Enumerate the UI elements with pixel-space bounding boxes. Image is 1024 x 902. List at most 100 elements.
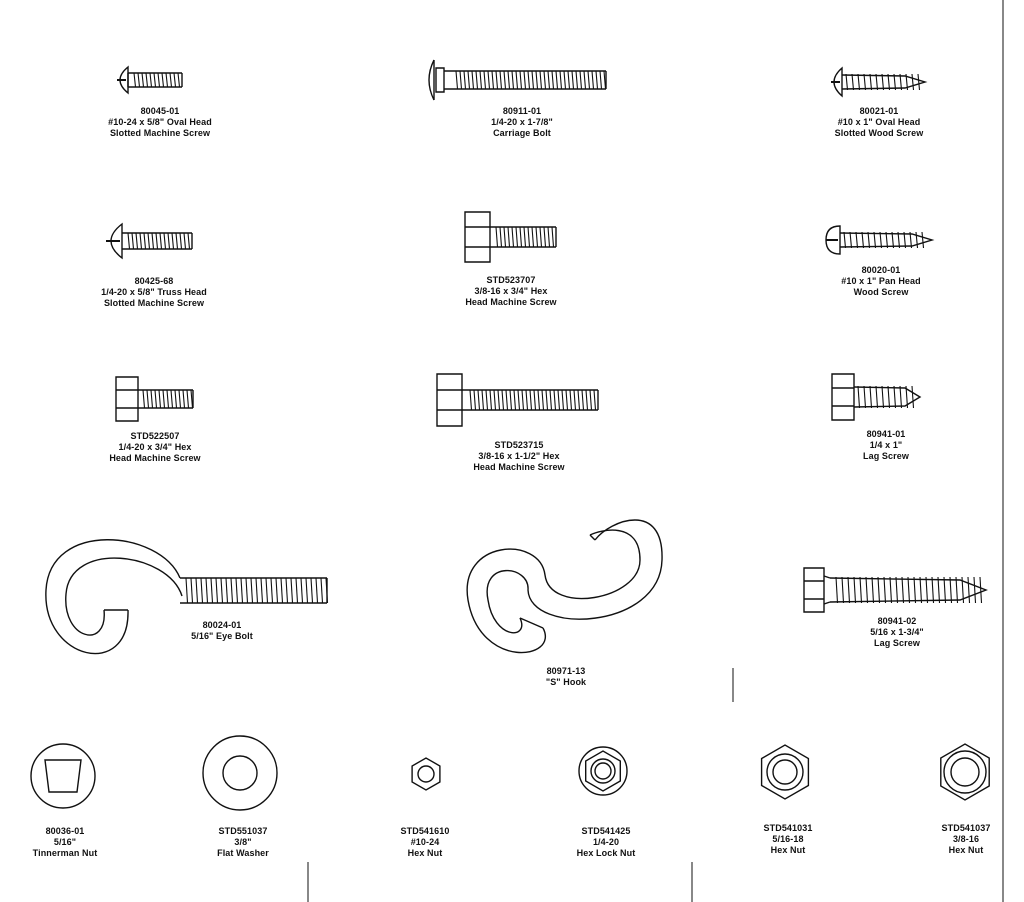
description-line: 5/16"	[53, 837, 77, 847]
description-line: Head Machine Screw	[473, 462, 565, 472]
part-number: STD541425	[581, 826, 631, 836]
eye-bolt-drawing	[46, 540, 328, 654]
part-number: 80941-02	[877, 616, 917, 626]
description-line: #10 x 1" Pan Head	[841, 276, 921, 286]
thread-lines	[456, 71, 606, 89]
hex-lock-nut-drawing	[579, 747, 627, 795]
description-line: #10-24	[410, 837, 440, 847]
part-number: 80911-01	[502, 106, 542, 116]
hex-outline	[941, 744, 989, 800]
description-line: Hex Nut	[770, 845, 806, 855]
part-number: 80021-01	[859, 106, 899, 116]
description-line: Tinnerman Nut	[32, 848, 98, 858]
description-line: Hex Lock Nut	[576, 848, 636, 858]
hex-head-machine-screw-small-drawing	[116, 377, 193, 421]
hex-outline	[586, 751, 621, 791]
label-hex-head-machine-screw-112: STD523715 3/8-16 x 1-1/2" Hex Head Machi…	[419, 440, 619, 473]
description-line: Head Machine Screw	[109, 453, 201, 463]
hex-nut-38-drawing	[941, 744, 989, 800]
thread-lines	[858, 386, 914, 408]
label-lag-screw-134: 80941-02 5/16 x 1-3/4" Lag Screw	[797, 616, 997, 649]
part-number: STD522507	[130, 431, 180, 441]
part-number: STD541610	[400, 826, 450, 836]
label-hex-lock-nut: STD541425 1/4-20 Hex Lock Nut	[506, 826, 706, 859]
thread-lines	[186, 578, 328, 603]
description-line: 5/16-18	[772, 834, 804, 844]
part-number: 80020-01	[861, 265, 901, 275]
label-oval-head-wood-screw: 80021-01 #10 x 1" Oval Head Slotted Wood…	[779, 106, 979, 139]
description-line: 1/4 x 1"	[869, 440, 903, 450]
label-hex-nut-516: STD541031 5/16-18 Hex Nut	[688, 823, 888, 856]
label-s-hook: 80971-13 "S" Hook	[466, 666, 666, 688]
pan-head-wood-screw-drawing	[826, 226, 932, 254]
label-hex-head-machine-screw-34: STD523707 3/8-16 x 3/4" Hex Head Machine…	[411, 275, 611, 308]
thread-lines	[143, 390, 193, 408]
part-number: 80425-68	[134, 276, 174, 286]
description-line: Carriage Bolt	[493, 128, 551, 138]
part-number: 80045-01	[140, 106, 180, 116]
description-line: Flat Washer	[217, 848, 269, 858]
description-line: Slotted Machine Screw	[109, 128, 211, 138]
oval-head-wood-screw-drawing	[831, 68, 925, 96]
description-line: Wood Screw	[853, 287, 909, 297]
part-number: 80971-13	[546, 666, 586, 676]
description-line: 3/8-16 x 1-1/2" Hex	[478, 451, 560, 461]
part-number: STD551037	[218, 826, 268, 836]
description-line: Hex Nut	[407, 848, 443, 858]
hex-nut-516-drawing	[762, 745, 809, 799]
label-flat-washer: STD551037 3/8" Flat Washer	[143, 826, 343, 859]
description-line: Head Machine Screw	[465, 297, 557, 307]
thread-lines	[846, 74, 920, 90]
description-line: #10 x 1" Oval Head	[837, 117, 921, 127]
thread-lines	[470, 390, 596, 410]
description-line: 3/8-16 x 3/4" Hex	[474, 286, 548, 296]
label-pan-head-wood-screw: 80020-01 #10 x 1" Pan Head Wood Screw	[781, 265, 981, 298]
label-lag-screw-1: 80941-01 1/4 x 1" Lag Screw	[786, 429, 986, 462]
label-hex-nut-38: STD541037 3/8-16 Hex Nut	[866, 823, 1024, 856]
thread-lines	[844, 232, 924, 248]
description-line: Lag Screw	[874, 638, 920, 648]
carriage-bolt-drawing	[429, 60, 606, 100]
description-line: Lag Screw	[863, 451, 909, 461]
description-line: #10-24 x 5/8" Oval Head	[108, 117, 212, 127]
label-hex-head-machine-screw-small: STD522507 1/4-20 x 3/4" Hex Head Machine…	[55, 431, 255, 464]
s-hook-drawing	[467, 520, 662, 653]
part-number: STD523715	[494, 440, 544, 450]
label-carriage-bolt: 80911-01 1/4-20 x 1-7/8" Carriage Bolt	[422, 106, 622, 139]
oval-head-machine-screw-drawing	[117, 67, 182, 93]
part-number: 80036-01	[45, 826, 85, 836]
lag-screw-134-drawing	[804, 568, 986, 612]
description-line: 3/8"	[234, 837, 252, 847]
truss-head-machine-screw-drawing	[106, 224, 192, 258]
flat-washer-drawing	[203, 736, 277, 810]
part-number: STD541037	[941, 823, 991, 833]
description-line: 1/4-20 x 5/8" Truss Head	[101, 287, 207, 297]
label-eye-bolt: 80024-01 5/16" Eye Bolt	[122, 620, 322, 642]
label-tinnerman-nut: 80036-01 5/16" Tinnerman Nut	[0, 826, 165, 859]
label-truss-head-machine-screw: 80425-68 1/4-20 x 5/8" Truss Head Slotte…	[54, 276, 254, 309]
thread-lines	[128, 233, 190, 249]
hex-head-machine-screw-34-drawing	[465, 212, 556, 262]
hex-nut-10-24-drawing	[412, 758, 440, 790]
label-oval-head-machine-screw: 80045-01 #10-24 x 5/8" Oval Head Slotted…	[60, 106, 260, 139]
description-line: 5/16 x 1-3/4"	[870, 627, 924, 637]
thread-lines	[134, 73, 180, 87]
part-number: 80941-01	[866, 429, 906, 439]
description-line: Slotted Wood Screw	[834, 128, 924, 138]
thread-lines	[496, 227, 554, 247]
description-line: 5/16" Eye Bolt	[191, 631, 253, 641]
label-hex-nut-10-24: STD541610 #10-24 Hex Nut	[325, 826, 525, 859]
description-line: 1/4-20 x 1-7/8"	[491, 117, 553, 127]
hex-outline	[412, 758, 440, 790]
description-line: 1/4-20	[592, 837, 620, 847]
description-line: 1/4-20 x 3/4" Hex	[118, 442, 192, 452]
description-line: "S" Hook	[545, 677, 587, 687]
thread-lines	[836, 577, 982, 603]
part-number: STD523707	[486, 275, 536, 285]
lag-screw-1-drawing	[832, 374, 920, 420]
hex-outline	[762, 745, 809, 799]
hex-head-machine-screw-112-drawing	[437, 374, 598, 426]
description-line: Hex Nut	[948, 845, 984, 855]
description-line: 3/8-16	[952, 834, 980, 844]
